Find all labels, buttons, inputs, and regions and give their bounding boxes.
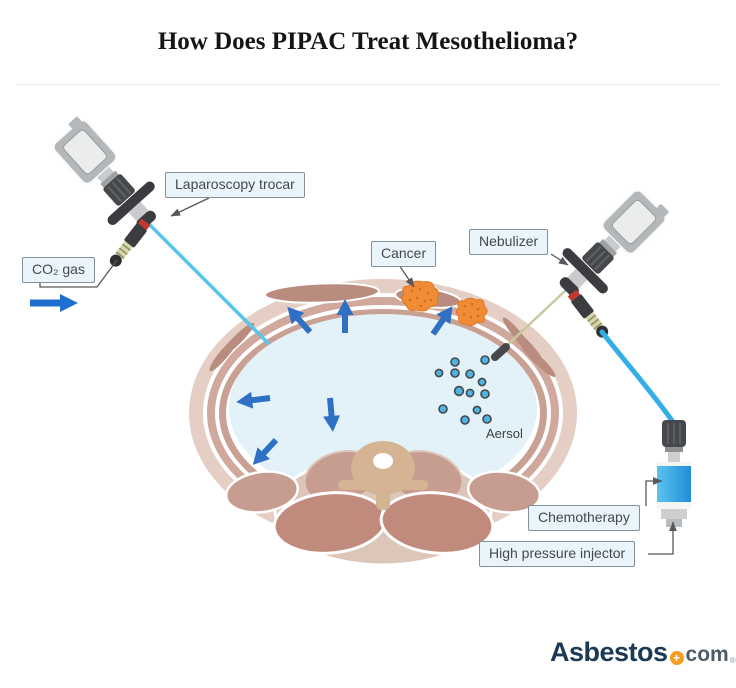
logo-brand-text: Asbestos bbox=[550, 637, 668, 667]
vertebra bbox=[338, 441, 428, 510]
cancer-blob bbox=[401, 280, 439, 312]
nebulizer-nozzle bbox=[491, 343, 510, 361]
co2-inlet-port bbox=[106, 217, 152, 271]
connector-nebulizer bbox=[550, 253, 569, 266]
label-cancer: Cancer bbox=[371, 241, 437, 267]
aerosol-label: Aersol bbox=[486, 426, 523, 441]
spine-and-back-muscles bbox=[224, 441, 542, 567]
label-high-pressure-injector: High pressure injector bbox=[479, 541, 636, 567]
laparoscopy-trocar-device bbox=[40, 106, 270, 345]
chemo-reservoir bbox=[657, 466, 691, 502]
connector-co2 bbox=[39, 259, 118, 288]
asbestos-com-logo: Asbestos + com ® bbox=[550, 637, 736, 668]
connector-cancer bbox=[398, 264, 415, 288]
connector-injector bbox=[648, 521, 677, 555]
cancer-blobs bbox=[401, 280, 488, 327]
label-nebulizer: Nebulizer bbox=[469, 229, 549, 255]
label-connectors bbox=[39, 197, 677, 555]
co2-flow-arrow bbox=[30, 294, 78, 312]
aerosol-droplets bbox=[434, 355, 492, 425]
registered-mark: ® bbox=[729, 656, 736, 665]
nebulizer-device bbox=[491, 176, 680, 361]
title-divider bbox=[16, 84, 720, 85]
trocar-cannula bbox=[147, 222, 270, 345]
nebulizer-needle bbox=[498, 288, 568, 354]
high-pressure-injector-device bbox=[657, 420, 691, 527]
page-title: How Does PIPAC Treat Mesothelioma? bbox=[157, 28, 579, 55]
trocar-scope-head bbox=[40, 106, 174, 246]
peritoneal-cavity bbox=[229, 314, 537, 502]
label-chemotherapy: Chemotherapy bbox=[528, 505, 640, 531]
logo-tld-text: com bbox=[685, 643, 729, 666]
label-laparoscopy-trocar: Laparoscopy trocar bbox=[165, 172, 305, 198]
body-cross-section bbox=[189, 279, 577, 567]
chemo-tube bbox=[599, 329, 676, 425]
label-co2-gas: CO₂ gas bbox=[22, 257, 95, 283]
cancer-blob bbox=[456, 297, 488, 327]
connector-laparoscopy bbox=[170, 197, 210, 217]
connector-chemotherapy bbox=[645, 477, 663, 506]
spinal-canal bbox=[373, 453, 393, 469]
plus-icon: + bbox=[669, 651, 684, 665]
